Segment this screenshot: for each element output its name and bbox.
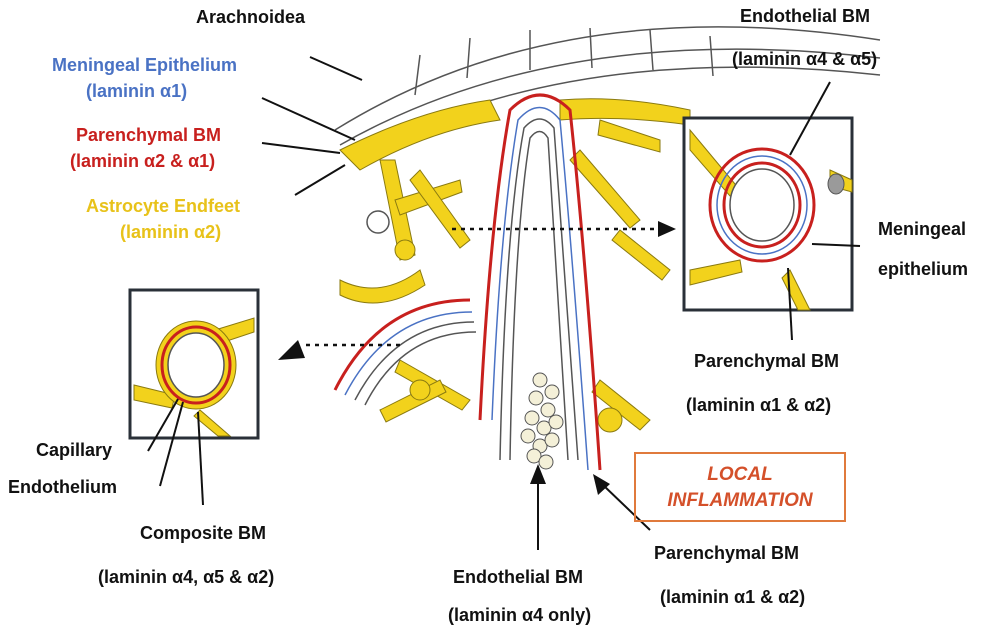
label-meningeal-right-2: epithelium [878, 258, 968, 280]
label-local: LOCAL [636, 462, 844, 488]
label-endothelial-bm-top: Endothelial BM [740, 5, 870, 27]
label-astrocyte-endfeet-laminin: (laminin α2) [120, 221, 221, 243]
label-inflammation: INFLAMMATION [636, 488, 844, 514]
inflammatory-cells [521, 373, 563, 469]
label-parenchymal-bm-right: Parenchymal BM [694, 350, 839, 372]
inset-left [130, 290, 258, 438]
label-parenchymal-bm-right-laminin: (laminin α1 & α2) [686, 394, 831, 416]
label-endothelial-bm-bottom: Endothelial BM [453, 566, 583, 588]
label-astrocyte-endfeet: Astrocyte Endfeet [86, 195, 240, 217]
main-vessel [480, 95, 600, 470]
neuron-soma [367, 211, 389, 233]
label-meningeal-epithelium: Meningeal Epithelium [52, 54, 237, 76]
label-arachnoidea: Arachnoidea [196, 6, 305, 28]
branch-vessel [335, 300, 476, 405]
label-endothelium: Endothelium [8, 476, 117, 498]
local-inflammation-box: LOCAL INFLAMMATION [634, 452, 846, 522]
label-composite-bm-laminin: (laminin α4, α5 & α2) [98, 566, 274, 588]
label-capillary: Capillary [36, 439, 112, 461]
label-endothelial-bm-bottom-laminin: (laminin α4 only) [448, 604, 591, 626]
label-parenchymal-bm: Parenchymal BM [76, 124, 221, 146]
label-composite-bm: Composite BM [140, 522, 266, 544]
label-parenchymal-bm-laminin: (laminin α2 & α1) [70, 150, 215, 172]
label-parenchymal-bm-bottom-laminin: (laminin α1 & α2) [660, 586, 805, 608]
inset-right [684, 118, 852, 310]
label-parenchymal-bm-bottom: Parenchymal BM [654, 542, 799, 564]
label-meningeal-epithelium-laminin: (laminin α1) [86, 80, 187, 102]
bottom-arrows [530, 464, 650, 550]
label-endothelial-bm-top-laminin: (laminin α4 & α5) [732, 48, 877, 70]
astrocyte-endfeet [340, 99, 690, 432]
label-meningeal-right-1: Meningeal [878, 218, 966, 240]
